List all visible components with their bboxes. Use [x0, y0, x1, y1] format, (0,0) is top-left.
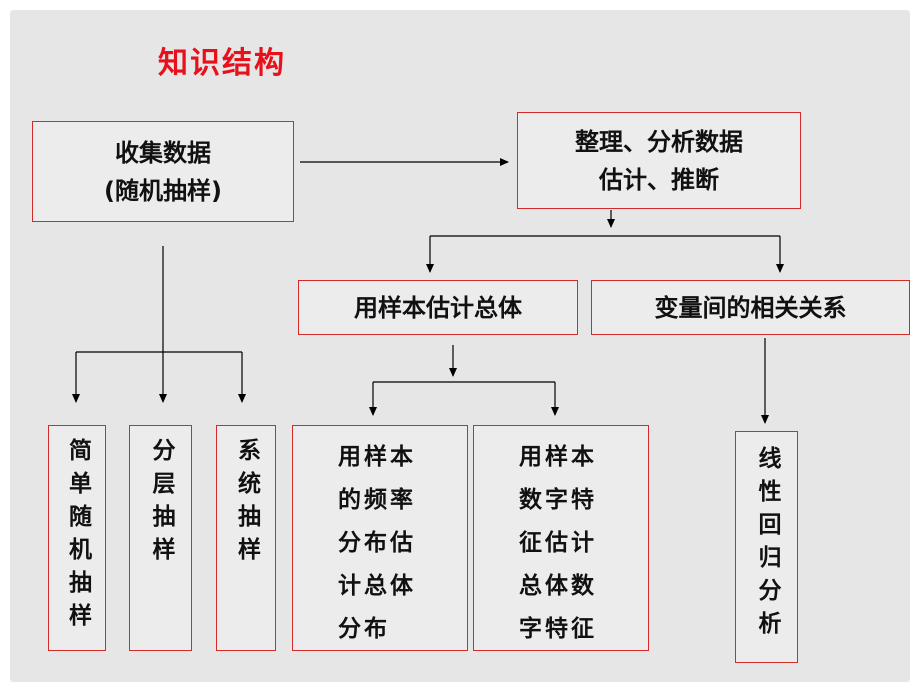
systematic-sampling-box: 系统抽样: [216, 425, 276, 651]
collect-data-label: 收集数据: [115, 138, 211, 167]
text-line: 分布估: [338, 530, 416, 556]
page-title: 知识结构: [158, 46, 286, 81]
frequency-distribution-box: 用样本 的频率 分布估 计总体 分布: [292, 425, 468, 651]
text-line: 分布: [338, 616, 390, 642]
correlation-box: 变量间的相关关系: [591, 280, 910, 335]
text-line: 征估计: [519, 530, 597, 556]
sample-estimate-box: 用样本估计总体: [298, 280, 578, 335]
text-line: 用样本: [338, 444, 416, 470]
numerical-features-text: 用样本 数字特 征估计 总体数 字特征: [519, 436, 597, 651]
simple-random-sampling-label: 简单随机抽样: [64, 438, 91, 636]
linear-regression-box: 线性回归分析: [735, 431, 798, 663]
text-line: 字特征: [519, 616, 597, 642]
text-line: 总体数: [519, 573, 597, 599]
sample-estimate-label: 用样本估计总体: [354, 293, 522, 322]
random-sampling-label: (随机抽样): [104, 176, 222, 205]
simple-random-sampling-box: 简单随机抽样: [48, 425, 106, 651]
correlation-label: 变量间的相关关系: [654, 293, 847, 322]
linear-regression-label: 线性回归分析: [754, 446, 780, 644]
text-line: 的频率: [338, 487, 416, 513]
numerical-features-box: 用样本 数字特 征估计 总体数 字特征: [473, 425, 649, 651]
stratified-sampling-box: 分层抽样: [129, 425, 192, 651]
analyze-data-box: 整理、分析数据 估计、推断: [517, 112, 801, 209]
collect-data-box: 收集数据 (随机抽样): [32, 121, 294, 222]
frequency-distribution-text: 用样本 的频率 分布估 计总体 分布: [338, 436, 416, 651]
text-line: 数字特: [519, 487, 597, 513]
estimate-infer-label: 估计、推断: [599, 165, 719, 194]
systematic-sampling-label: 系统抽样: [233, 438, 260, 570]
text-line: 计总体: [338, 573, 416, 599]
text-line: 用样本: [519, 444, 597, 470]
stratified-sampling-label: 分层抽样: [148, 438, 174, 570]
analyze-data-label: 整理、分析数据: [575, 127, 743, 156]
